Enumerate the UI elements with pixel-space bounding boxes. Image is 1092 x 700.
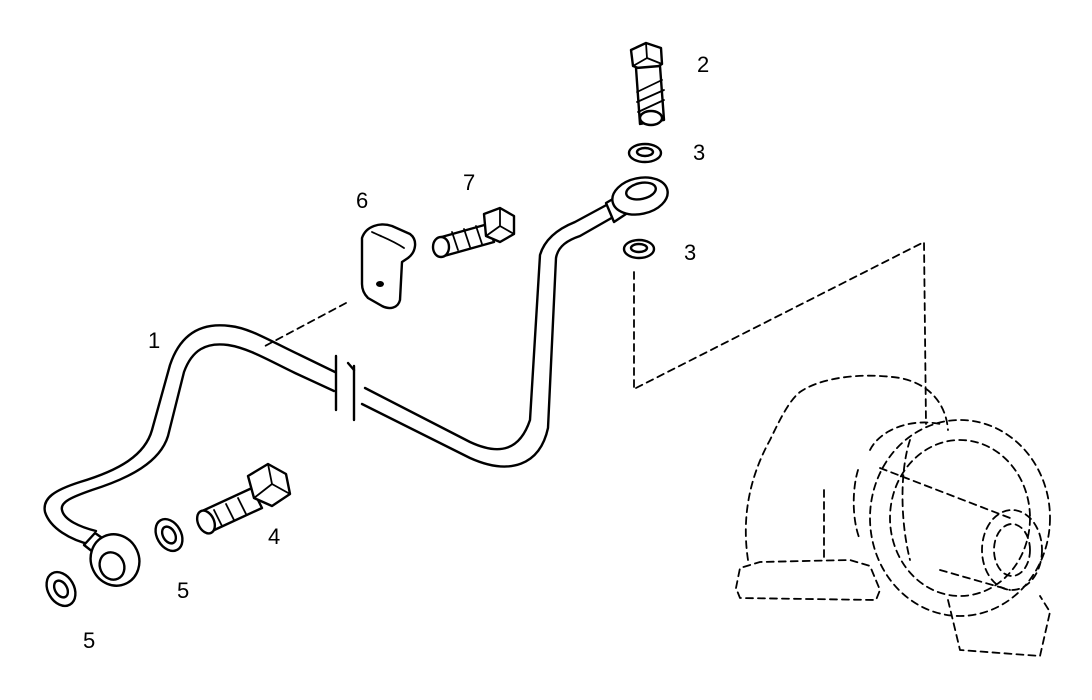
callout-5-mid: 5 [177, 578, 189, 603]
callout-3-upper: 3 [693, 140, 705, 165]
washer-upper [627, 142, 663, 164]
callout-7: 7 [463, 170, 475, 195]
callout-5-end: 5 [83, 628, 95, 653]
washer-end [45, 570, 77, 608]
callout-2: 2 [697, 52, 709, 77]
bolt-top [629, 41, 666, 127]
oil-feed-pipe [43, 176, 669, 587]
callout-6: 6 [356, 188, 368, 213]
turbocharger-outline [633, 241, 1051, 657]
clamp-leader-line [264, 302, 347, 347]
pipe-clamp [360, 223, 417, 310]
callout-1: 1 [148, 328, 160, 353]
banjo-bolt-lower [195, 462, 292, 535]
callout-4: 4 [268, 524, 280, 549]
washer-mid [154, 517, 184, 553]
clamp-bolt [431, 206, 516, 259]
washer-lower [622, 238, 656, 260]
callout-3-lower: 3 [684, 240, 696, 265]
